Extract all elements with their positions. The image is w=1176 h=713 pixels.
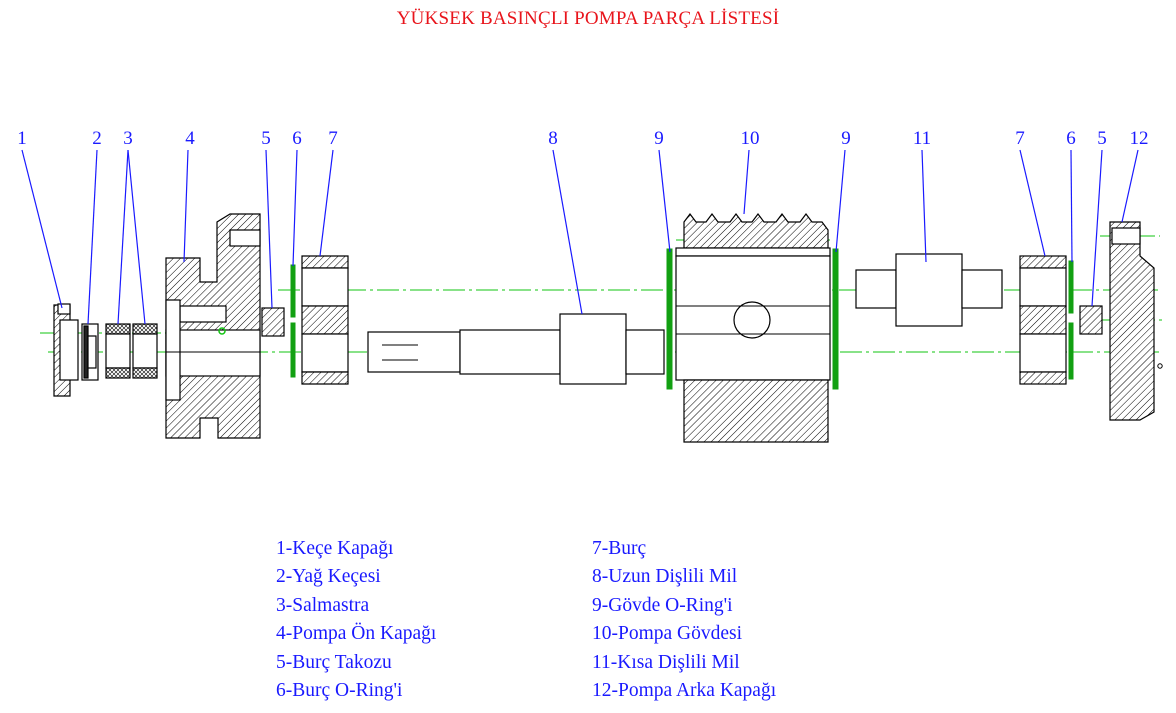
- legend-item: 11-Kısa Dişlili Mil: [592, 651, 740, 673]
- page-title: YÜKSEK BASINÇLI POMPA PARÇA LİSTESİ: [396, 8, 780, 29]
- legend-item: 12-Pompa Arka Kapağı: [592, 680, 777, 702]
- callout-6-left: 6: [292, 128, 302, 149]
- callout-7-right: 7: [1015, 128, 1025, 149]
- legend-item: 7-Burç: [592, 538, 647, 559]
- part-5-bush-block-left: [261, 307, 285, 337]
- callout-3: 3: [123, 128, 133, 149]
- parts-legend-right: 7-Burç 8-Uzun Dişlili Mil 9-Gövde O-Ring…: [592, 535, 776, 705]
- legend-item: 1-Keçe Kapağı: [276, 538, 394, 559]
- part-7-bush-left: [301, 255, 349, 385]
- part-6-bush-oring-right: [1068, 260, 1074, 380]
- legend-item: 2-Yağ Keçesi: [276, 566, 381, 588]
- legend-item: 5-Burç Takozu: [276, 651, 392, 673]
- callout-8: 8: [548, 128, 558, 149]
- callout-11: 11: [913, 128, 931, 149]
- legend-item: 8-Uzun Dişlili Mil: [592, 566, 738, 588]
- part-8-long-gear-shaft: [367, 313, 665, 385]
- callout-12: 12: [1130, 128, 1149, 149]
- callout-numbers: 1 2 3 4 5 6 7 8 9 10 9 11 7 6 5 12: [17, 128, 1148, 149]
- callout-7-left: 7: [328, 128, 338, 149]
- part-4-front-cover: [165, 213, 261, 439]
- callout-4: 4: [185, 128, 195, 149]
- legend-item: 9-Gövde O-Ring'i: [592, 594, 733, 616]
- parts-legend-left: 1-Keçe Kapağı 2-Yağ Keçesi 3-Salmastra 4…: [276, 535, 436, 705]
- part-6-bush-oring-left: [290, 264, 296, 378]
- part-1-seal-cover: [53, 303, 79, 397]
- callout-9-right: 9: [841, 128, 851, 149]
- part-10-pump-body: [675, 213, 831, 443]
- legend-item: 4-Pompa Ön Kapağı: [276, 623, 437, 645]
- part-9-body-oring-right: [832, 248, 839, 390]
- callout-9-left: 9: [654, 128, 664, 149]
- callout-5-right: 5: [1097, 128, 1107, 149]
- legend-item: 10-Pompa Gövdesi: [592, 623, 743, 645]
- part-9-body-oring-left: [666, 248, 673, 390]
- callout-5-left: 5: [261, 128, 271, 149]
- callout-10: 10: [741, 128, 760, 149]
- part-11-short-gear-shaft: [855, 253, 1003, 327]
- part-12-rear-cover: [1109, 221, 1163, 421]
- callout-leaders: [21, 149, 1139, 325]
- callout-2: 2: [92, 128, 102, 149]
- part-5-bush-block-right: [1079, 305, 1103, 335]
- part-2-oil-seal: [81, 323, 99, 381]
- part-7-bush-right: [1019, 255, 1067, 385]
- part-3-packing: [105, 323, 158, 379]
- legend-item: 6-Burç O-Ring'i: [276, 680, 403, 702]
- callout-6-right: 6: [1066, 128, 1076, 149]
- legend-item: 3-Salmastra: [276, 594, 370, 616]
- callout-1: 1: [17, 128, 27, 149]
